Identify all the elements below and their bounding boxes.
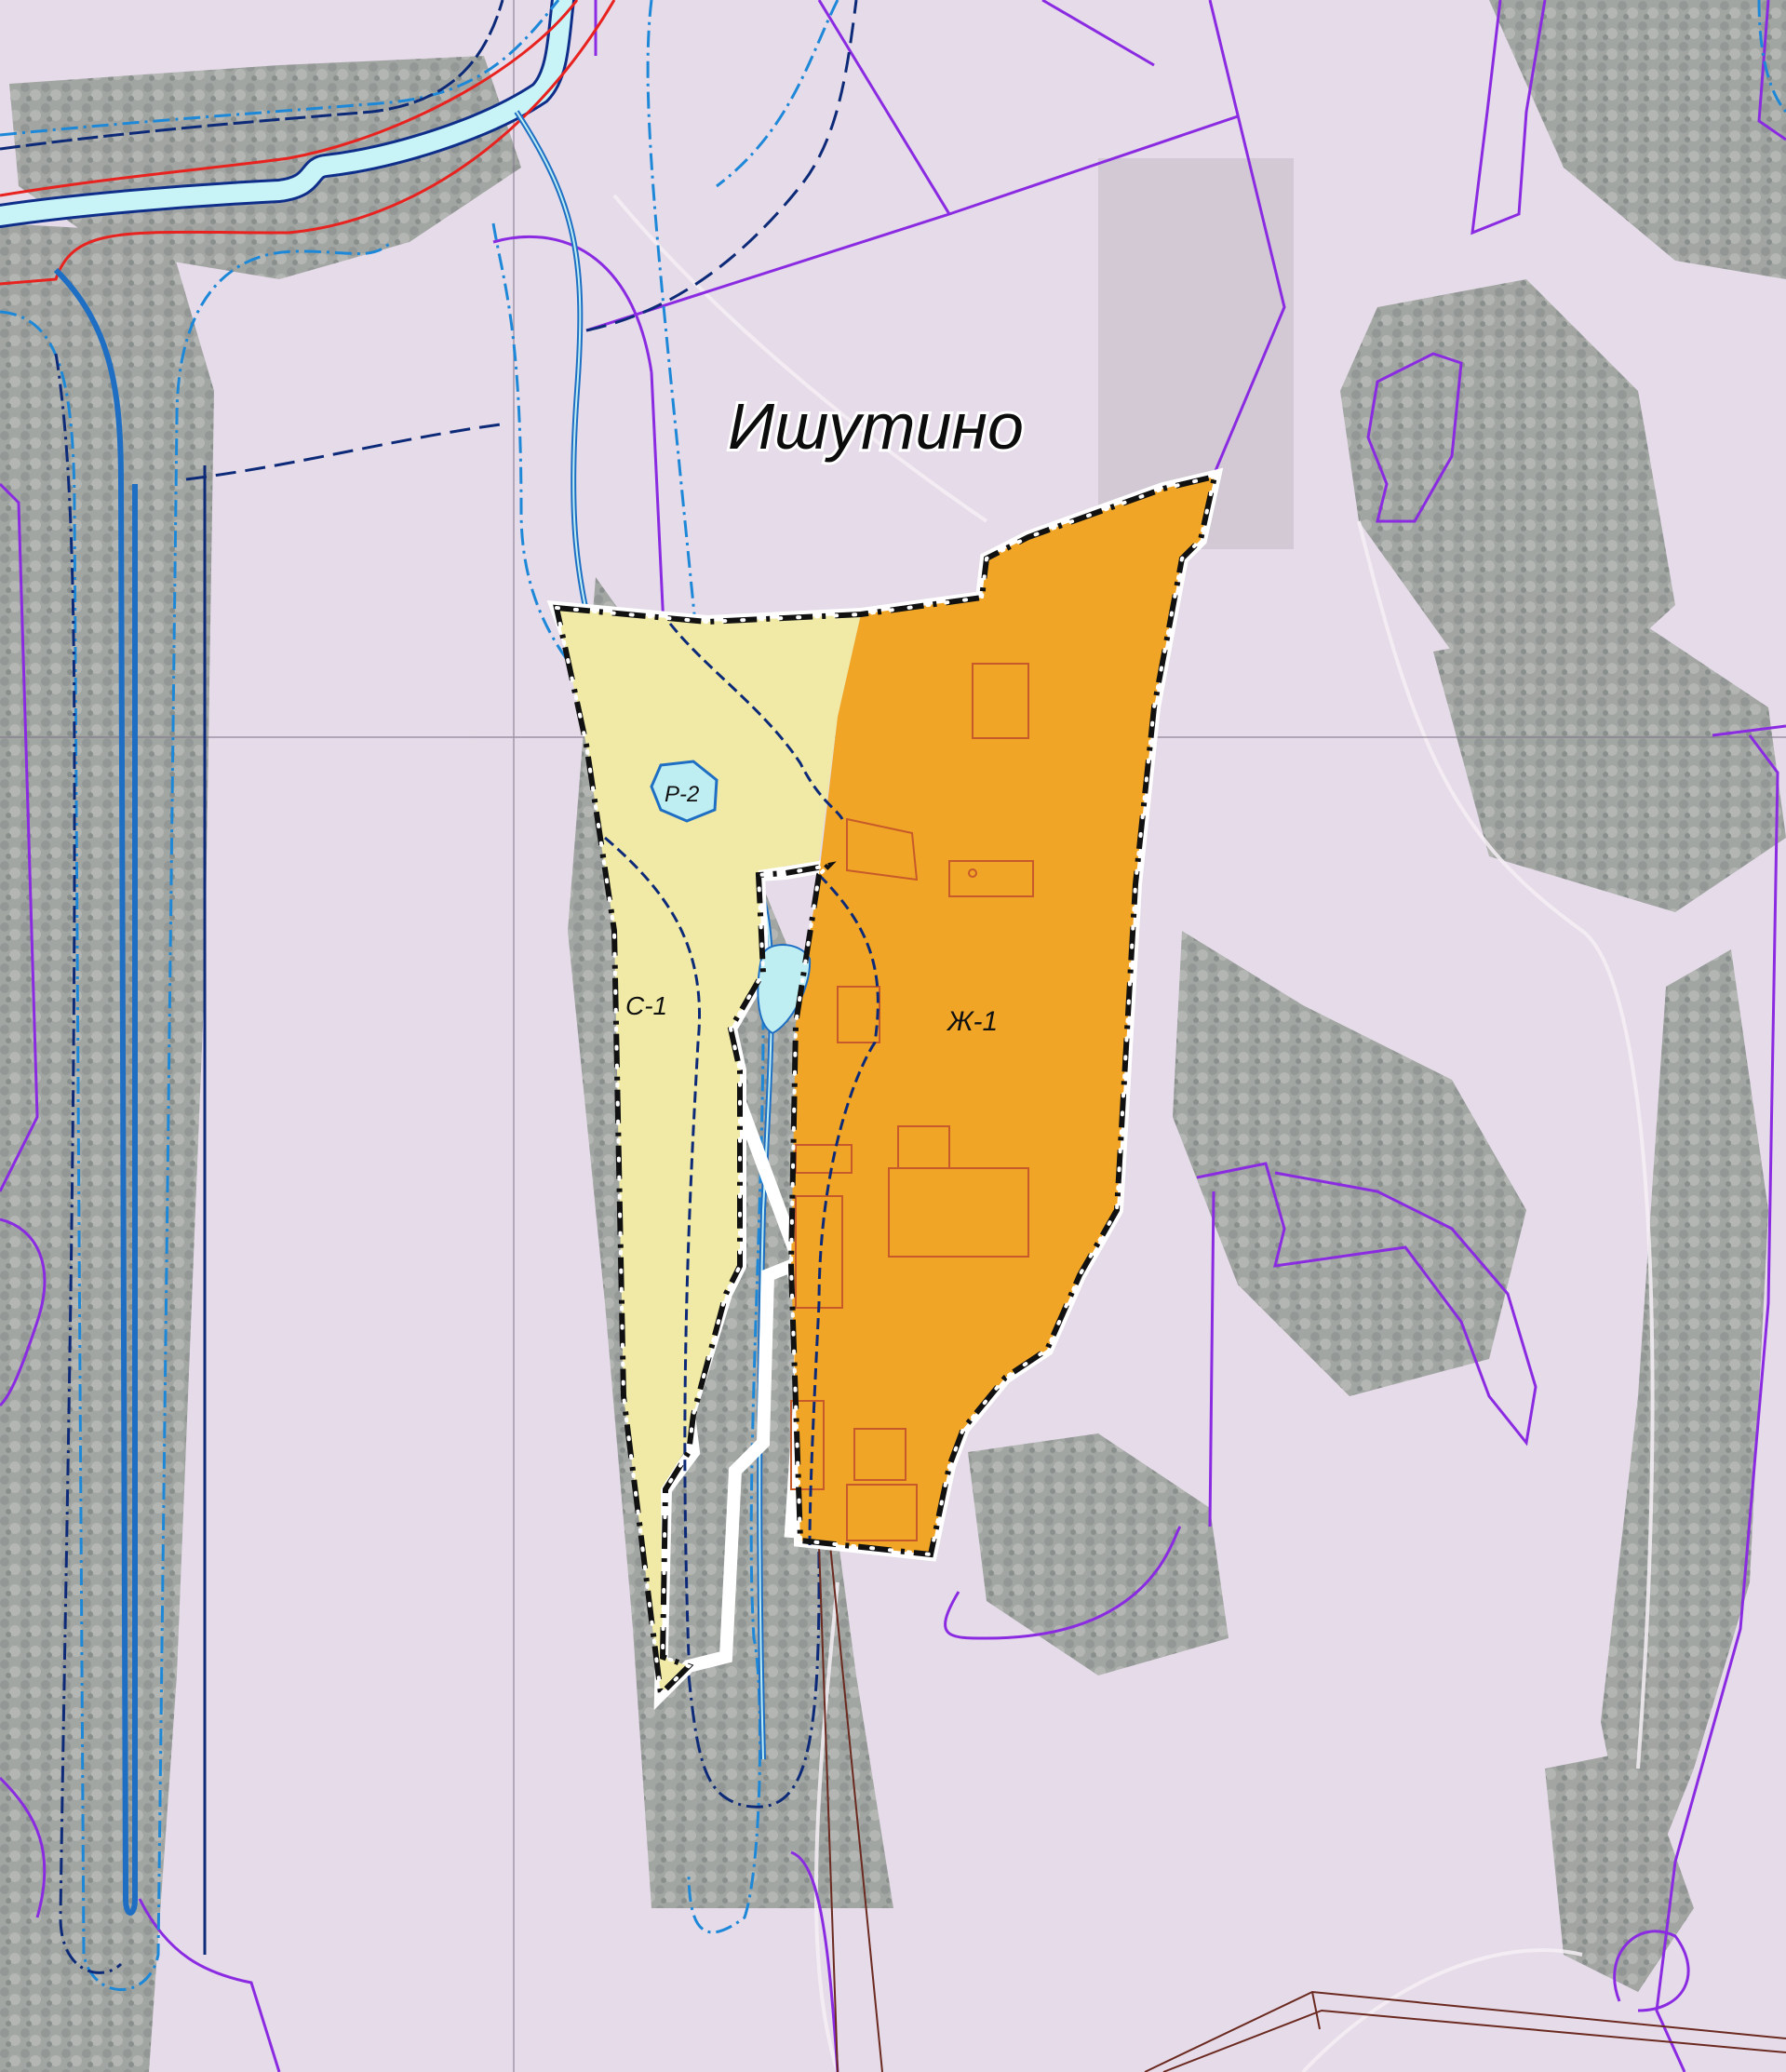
parcel-line-14 bbox=[0, 1776, 47, 1918]
parcel-line-9 bbox=[1208, 1191, 1215, 1527]
red-line-north bbox=[0, 0, 579, 197]
parcel-line-16 bbox=[138, 1898, 281, 2072]
dirt-roads bbox=[612, 194, 1655, 2072]
zone-hatched-lines bbox=[604, 623, 880, 1658]
forest-left-valley bbox=[0, 223, 214, 2072]
parcel-line-6 bbox=[1366, 352, 1463, 523]
dark-line-1 bbox=[0, 0, 504, 151]
parcel-line-13 bbox=[0, 1218, 47, 1407]
forest-east-3 bbox=[1173, 931, 1526, 1396]
hatched-line-2 bbox=[604, 836, 701, 1658]
forest-east-1 bbox=[1340, 279, 1675, 707]
building-10 bbox=[853, 1428, 906, 1481]
parcel-line-17 bbox=[492, 235, 653, 373]
zone-r2-area bbox=[650, 760, 718, 823]
forest-east-2 bbox=[1433, 614, 1786, 912]
wpz-7 bbox=[1757, 0, 1786, 114]
parcel-line-3 bbox=[1208, 0, 1286, 485]
zone-label-zh1: Ж-1 bbox=[946, 1006, 998, 1037]
red-lines bbox=[0, 0, 616, 286]
power-line-short bbox=[1311, 1991, 1321, 2030]
red-line-south bbox=[0, 0, 616, 286]
building-4 bbox=[837, 986, 880, 1043]
dark-line-4 bbox=[54, 353, 123, 1974]
wpz-1 bbox=[0, 0, 560, 137]
power-line-vertical-1 bbox=[818, 1544, 839, 2072]
road-northwest bbox=[612, 194, 988, 523]
dark-line-2 bbox=[185, 422, 508, 481]
stream-west bbox=[53, 267, 138, 1916]
zone-zh1-area bbox=[791, 477, 1215, 1554]
hatched-line-3 bbox=[808, 873, 880, 1546]
road-south bbox=[813, 1581, 839, 2072]
forest-right-strip bbox=[1601, 949, 1768, 1908]
river-water bbox=[0, 0, 572, 225]
parcel-line-2 bbox=[585, 114, 1239, 332]
hatched-line-1 bbox=[668, 623, 844, 820]
settlement-name-label: Ишутино bbox=[728, 390, 1024, 463]
power-line-horizontal-2 bbox=[1162, 2009, 1786, 2072]
forest-top-left bbox=[9, 56, 521, 279]
settlement-border-dots bbox=[554, 474, 1217, 1699]
parcel-line-11 bbox=[1712, 724, 1786, 737]
parcel-line-1 bbox=[817, 0, 951, 215]
parcel-line-7 bbox=[1196, 1162, 1538, 1446]
parcel-line-15 bbox=[0, 482, 39, 1192]
parcel-line-5 bbox=[1757, 0, 1786, 141]
parcel-line-12 bbox=[1613, 1930, 1690, 2012]
parcel-line-4 bbox=[1470, 0, 1547, 235]
power-lines bbox=[818, 1544, 1786, 2072]
zone-s1-area bbox=[557, 608, 861, 1694]
wpz-2 bbox=[0, 240, 393, 1991]
building-2 bbox=[846, 817, 919, 881]
dark-lines bbox=[0, 0, 858, 1974]
settlement-zones bbox=[546, 467, 1224, 1711]
wpz-6 bbox=[716, 0, 839, 188]
zone-label-r2: Р-2 bbox=[665, 782, 699, 807]
building-1 bbox=[972, 663, 1029, 739]
parcel-line-19 bbox=[790, 1850, 839, 2072]
building-11 bbox=[846, 1484, 918, 1541]
parcel-line-21 bbox=[1041, 0, 1155, 67]
building-3-mark bbox=[968, 868, 977, 878]
parcel-line-10 bbox=[1655, 734, 1779, 2072]
dark-line-3 bbox=[585, 0, 858, 332]
building-outlines bbox=[790, 663, 1034, 1541]
power-line-vertical-2 bbox=[829, 1544, 883, 2072]
building-6 bbox=[888, 1167, 1029, 1258]
forest-top-right bbox=[1489, 0, 1786, 279]
parcel-line-8 bbox=[944, 1526, 1182, 1640]
road-bottom bbox=[1301, 1948, 1583, 2072]
road-east bbox=[1357, 520, 1655, 1769]
building-3 bbox=[948, 860, 1034, 897]
forest-bottom-center bbox=[968, 1433, 1229, 1675]
building-9 bbox=[790, 1400, 825, 1490]
zone-label-s1: С-1 bbox=[625, 991, 667, 1020]
